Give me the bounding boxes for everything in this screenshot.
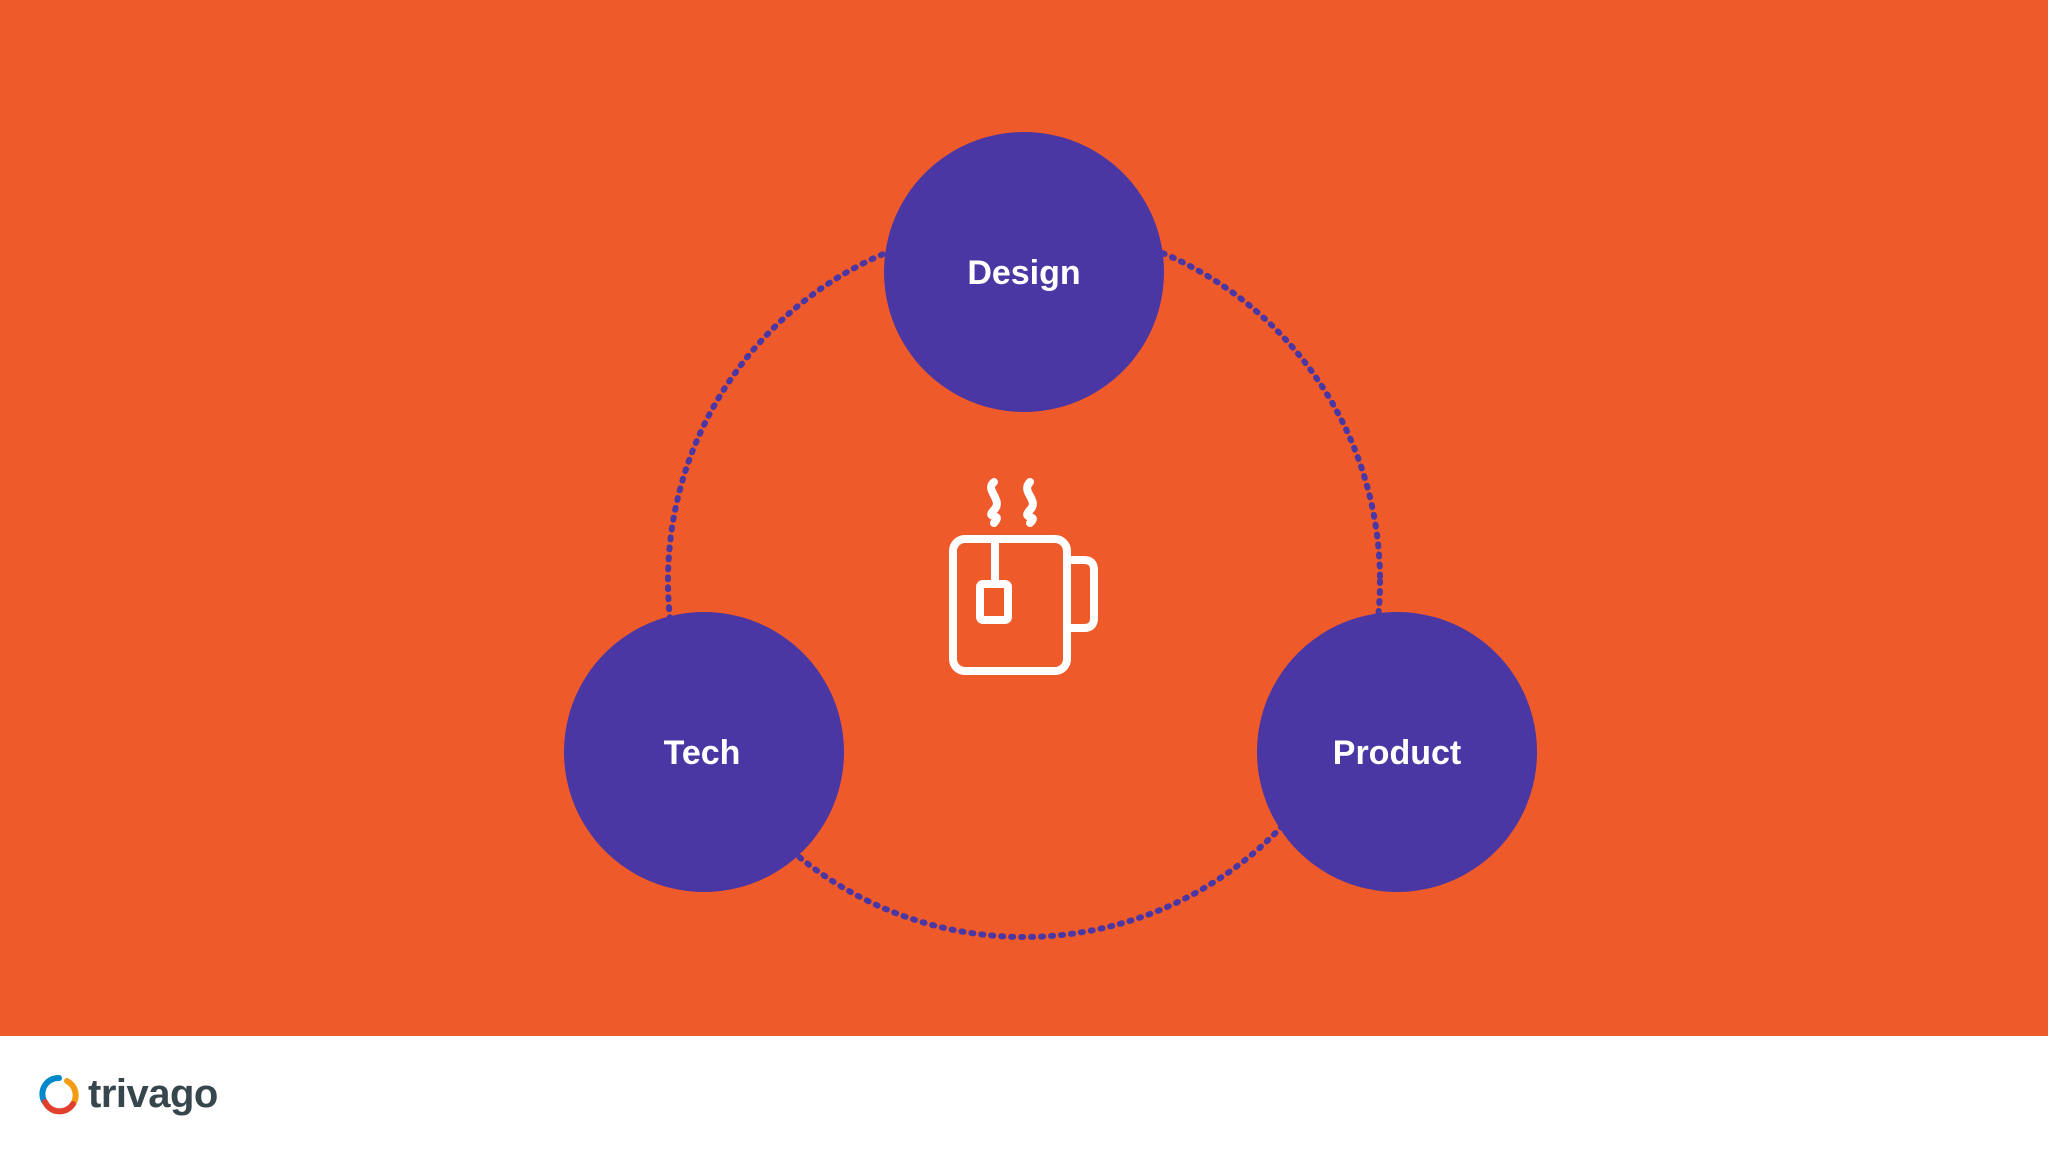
node-design: Design bbox=[884, 132, 1164, 412]
brand-logo[interactable]: trivago bbox=[36, 1066, 218, 1122]
brand-name: trivago bbox=[88, 1072, 218, 1116]
steam-left bbox=[987, 478, 1001, 527]
teabag-tag bbox=[976, 580, 1012, 624]
steam-right bbox=[1023, 478, 1037, 527]
trivago-logo-icon bbox=[39, 1075, 79, 1115]
mug-body bbox=[949, 535, 1071, 675]
mug-handle bbox=[1063, 556, 1098, 632]
dotted-ring bbox=[665, 222, 1383, 940]
logo-arc-orange bbox=[64, 1078, 79, 1107]
slide-background: Design Tech Product bbox=[0, 0, 2048, 1036]
tea-mug-icon bbox=[949, 478, 1098, 675]
node-design-circle bbox=[884, 132, 1164, 412]
node-product-circle bbox=[1257, 612, 1537, 892]
node-product-label: Product bbox=[1333, 734, 1461, 772]
node-tech-circle bbox=[564, 612, 844, 892]
node-tech-label: Tech bbox=[664, 734, 741, 772]
cycle-diagram: Design Tech Product bbox=[0, 0, 2048, 1036]
footer: trivago bbox=[0, 1036, 2048, 1152]
logo-arc-red bbox=[42, 1099, 76, 1115]
node-product: Product bbox=[1257, 612, 1537, 892]
node-design-label: Design bbox=[967, 254, 1080, 292]
logo-arc-blue bbox=[39, 1075, 62, 1104]
node-tech: Tech bbox=[564, 612, 844, 892]
